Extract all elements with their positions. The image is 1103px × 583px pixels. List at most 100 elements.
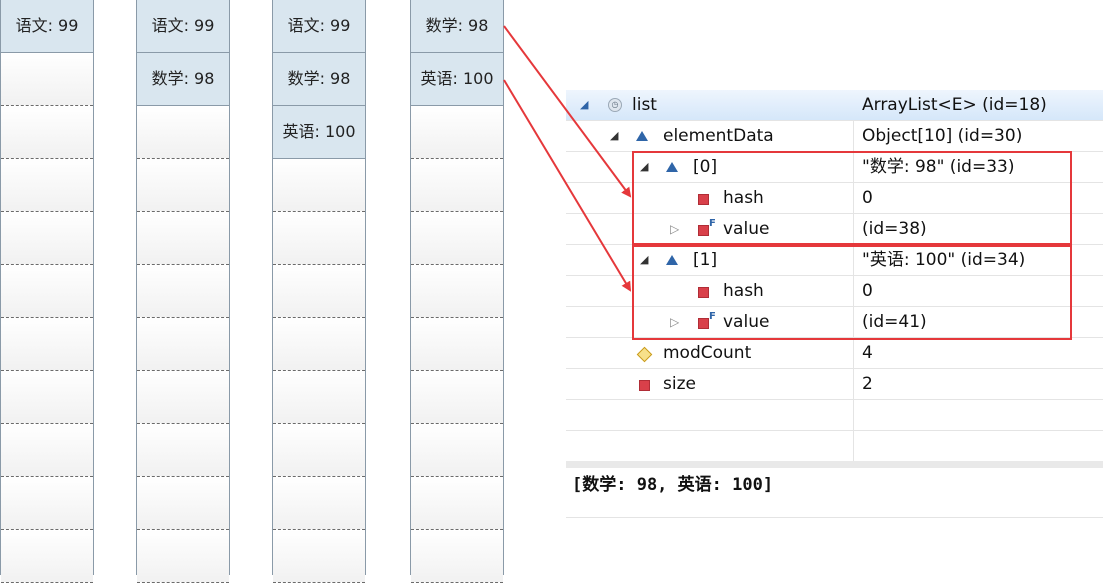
array-cell-empty [137, 477, 229, 530]
highlight-box-index-1 [632, 245, 1072, 340]
array-cell-empty [411, 265, 503, 318]
variable-name: value [723, 219, 770, 239]
final-marker-icon: F [709, 218, 716, 229]
array-cell-empty [137, 106, 229, 159]
detail-pane-divider[interactable] [566, 461, 1103, 468]
variable-value: 0 [862, 188, 873, 208]
variable-value: 0 [862, 281, 873, 301]
array-cell-empty [411, 530, 503, 583]
variable-value: (id=41) [862, 312, 927, 332]
expand-arrow-icon[interactable]: ◢ [640, 160, 649, 173]
array-cell-empty [273, 424, 365, 477]
array-cell-empty [273, 159, 365, 212]
tree-row-empty [566, 400, 1103, 431]
variable-value: 2 [862, 374, 873, 394]
collapse-arrow-icon[interactable]: ▷ [670, 315, 680, 329]
cell-text: 数学: 98 [425, 16, 489, 35]
protected-field-icon [666, 162, 678, 172]
array-cell-empty [411, 318, 503, 371]
cell-text: 语文: 99 [287, 16, 351, 35]
array-cell-empty [137, 265, 229, 318]
variable-value: 4 [862, 343, 873, 363]
package-field-icon [636, 346, 653, 363]
tree-row-list[interactable]: ◢ ◷ list ArrayList<E> (id=18) [566, 90, 1103, 121]
array-cell-empty [137, 371, 229, 424]
array-column-1: 语文: 99 [0, 0, 94, 583]
expand-arrow-icon[interactable]: ◢ [610, 129, 619, 142]
variable-name: modCount [663, 343, 752, 363]
array-cell-empty [273, 318, 365, 371]
cell-text: 语文: 99 [15, 16, 79, 35]
tree-row-empty [566, 431, 1103, 462]
private-field-icon [639, 380, 650, 391]
cell-text: 数学: 98 [151, 69, 215, 88]
tree-row-hash[interactable]: hash 0 [566, 183, 1103, 214]
detail-pane-border [566, 517, 1103, 518]
array-column-4: 数学: 98 英语: 100 [410, 0, 504, 583]
expand-arrow-icon[interactable]: ◢ [580, 98, 589, 111]
final-marker-icon: F [709, 311, 716, 322]
array-cell: 语文: 99 [137, 0, 229, 53]
private-field-icon [698, 287, 709, 298]
variable-value: "数学: 98" (id=33) [862, 157, 1015, 177]
array-cell-empty [137, 424, 229, 477]
array-cell-empty [1, 159, 93, 212]
array-cell-empty [137, 159, 229, 212]
tree-row-elementData[interactable]: ◢ elementData Object[10] (id=30) [566, 121, 1103, 152]
variable-name: value [723, 312, 770, 332]
array-cell-empty [273, 477, 365, 530]
array-cell-empty [1, 265, 93, 318]
variable-name: hash [723, 281, 764, 301]
array-cell: 语文: 99 [1, 0, 93, 53]
array-cell: 数学: 98 [273, 53, 365, 106]
array-cell-empty [411, 371, 503, 424]
array-column-3: 语文: 99 数学: 98 英语: 100 [272, 0, 366, 583]
variable-value: (id=38) [862, 219, 927, 239]
detail-pane-output: [数学: 98, 英语: 100] [572, 475, 774, 495]
variable-name: hash [723, 188, 764, 208]
variable-value: ArrayList<E> (id=18) [862, 95, 1047, 115]
private-final-field-icon [698, 318, 709, 329]
collapse-arrow-icon[interactable]: ▷ [670, 222, 680, 236]
cell-text: 英语: 100 [282, 122, 356, 141]
tree-row-index-0[interactable]: ◢ [0] "数学: 98" (id=33) [566, 152, 1103, 183]
array-column-2: 语文: 99 数学: 98 [136, 0, 230, 583]
array-cell-empty [137, 212, 229, 265]
tree-row-modCount[interactable]: modCount 4 [566, 338, 1103, 369]
expand-arrow-icon[interactable]: ◢ [640, 253, 649, 266]
tree-row-hash[interactable]: hash 0 [566, 276, 1103, 307]
tree-row-index-1[interactable]: ◢ [1] "英语: 100" (id=34) [566, 245, 1103, 276]
cell-text: 语文: 99 [151, 16, 215, 35]
array-cell: 语文: 99 [273, 0, 365, 53]
array-cell: 数学: 98 [411, 0, 503, 53]
column-divider[interactable] [853, 93, 854, 461]
array-cell-empty [1, 530, 93, 583]
variable-value: Object[10] (id=30) [862, 126, 1023, 146]
array-cell-empty [1, 53, 93, 106]
array-cell-empty [411, 106, 503, 159]
array-cell: 英语: 100 [273, 106, 365, 159]
array-cell-empty [137, 530, 229, 583]
tree-row-size[interactable]: size 2 [566, 369, 1103, 400]
array-cell-empty [1, 371, 93, 424]
array-cell-empty [273, 371, 365, 424]
array-cell-empty [137, 318, 229, 371]
variable-name: [0] [693, 157, 718, 177]
array-cell-empty [411, 212, 503, 265]
variable-name: elementData [663, 126, 774, 146]
array-cell-empty [1, 477, 93, 530]
private-final-field-icon [698, 225, 709, 236]
array-cell-empty [273, 530, 365, 583]
cell-text: 英语: 100 [420, 69, 494, 88]
variable-name: size [663, 374, 696, 394]
private-field-icon [698, 194, 709, 205]
array-cell-empty [411, 424, 503, 477]
array-cell: 数学: 98 [137, 53, 229, 106]
protected-field-icon [636, 131, 648, 141]
array-cell-empty [1, 424, 93, 477]
array-cell-empty [1, 318, 93, 371]
variable-name: [1] [693, 250, 718, 270]
tree-row-value[interactable]: ▷ F value (id=41) [566, 307, 1103, 338]
array-cell-empty [1, 212, 93, 265]
array-cell-empty [273, 212, 365, 265]
